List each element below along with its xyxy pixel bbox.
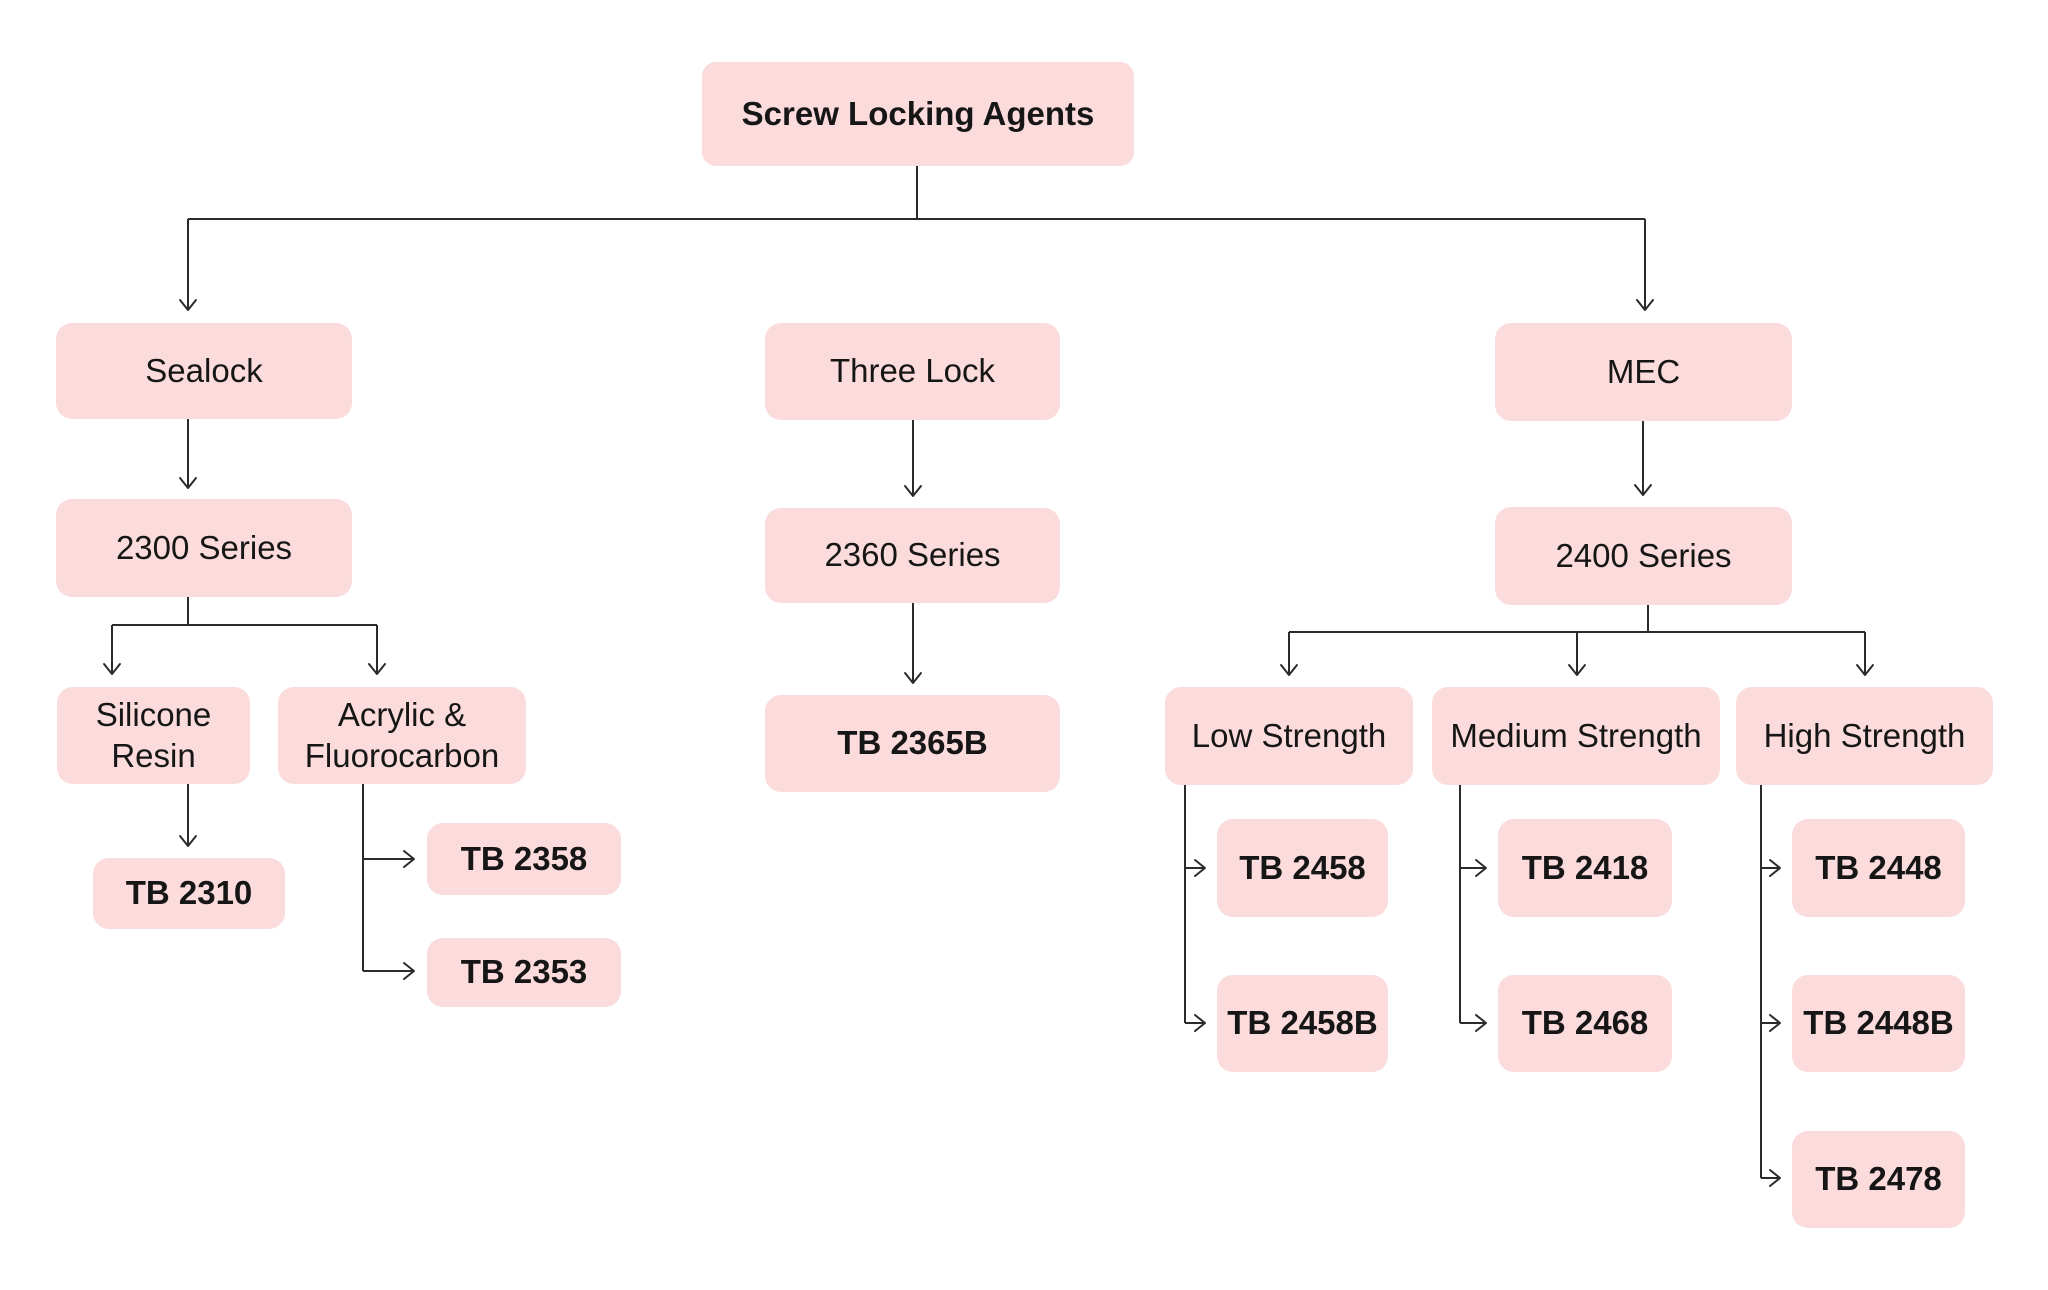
node-tb-2353: TB 2353 — [427, 938, 621, 1007]
node-tb-2468: TB 2468 — [1498, 975, 1672, 1072]
node-sealock: Sealock — [56, 323, 352, 419]
node-mec: MEC — [1495, 323, 1792, 421]
node-acrylic-fluorocarbon: Acrylic & Fluorocarbon — [278, 687, 526, 784]
node-2300-series: 2300 Series — [56, 499, 352, 597]
node-tb-2448: TB 2448 — [1792, 819, 1965, 917]
node-tb-2478: TB 2478 — [1792, 1131, 1965, 1228]
node-tb-2458b: TB 2458B — [1217, 975, 1388, 1072]
node-tb-2310: TB 2310 — [93, 858, 285, 929]
node-tb-2418: TB 2418 — [1498, 819, 1672, 917]
node-tb-2448b: TB 2448B — [1792, 975, 1965, 1072]
node-screw-locking-agents: Screw Locking Agents — [702, 62, 1134, 166]
node-tb-2458: TB 2458 — [1217, 819, 1388, 917]
node-high-strength: High Strength — [1736, 687, 1993, 785]
node-silicone-resin: Silicone Resin — [57, 687, 250, 784]
node-tb-2365b: TB 2365B — [765, 695, 1060, 792]
node-medium-strength: Medium Strength — [1432, 687, 1720, 785]
node-tb-2358: TB 2358 — [427, 823, 621, 895]
node-three-lock: Three Lock — [765, 323, 1060, 420]
node-2400-series: 2400 Series — [1495, 507, 1792, 605]
node-2360-series: 2360 Series — [765, 508, 1060, 603]
node-low-strength: Low Strength — [1165, 687, 1413, 785]
